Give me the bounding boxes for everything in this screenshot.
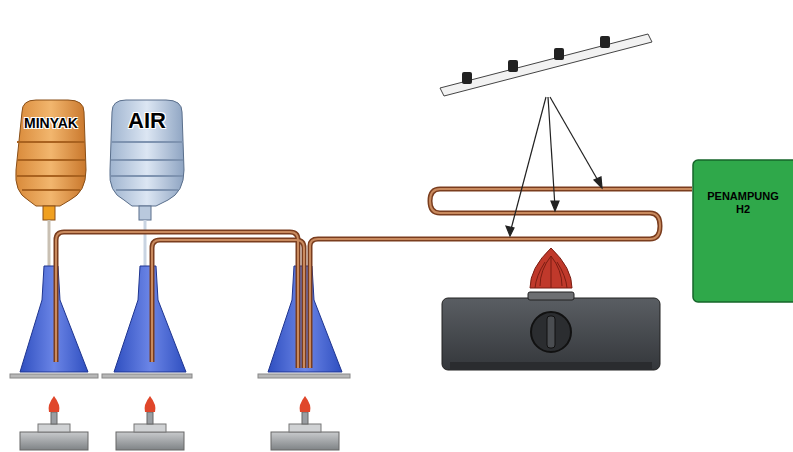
tank-label: PENAMPUNG H2 [696,180,790,226]
node-text: MINYAK [24,115,78,131]
collector-tank [693,160,793,302]
bottle-label: MINYAK [16,110,86,136]
node-text: AIR [128,108,166,133]
sensor-bar [440,34,652,236]
gas-stove [442,248,660,370]
spirit-burners [20,396,339,450]
node-text: PENAMPUNG H2 [698,190,788,215]
bottle-label: AIR [110,104,184,138]
